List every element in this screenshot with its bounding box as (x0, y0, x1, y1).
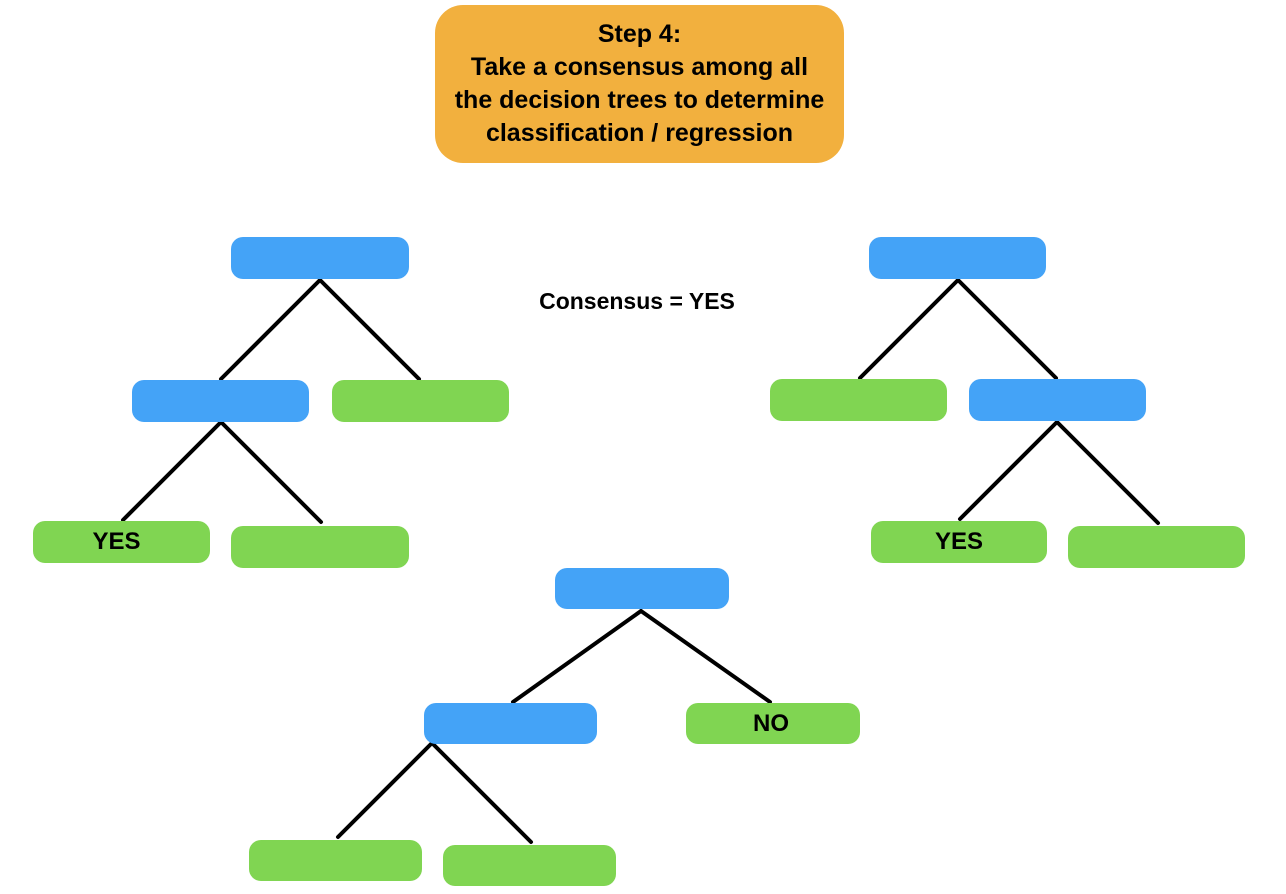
step-4-header: Step 4: Take a consensus among all the d… (435, 5, 844, 163)
header-line-2: the decision trees to determine (454, 86, 825, 114)
bottom-tree-no-label: NO (753, 709, 789, 737)
bottom-tree-root-node (555, 568, 729, 609)
right-tree-root-node (869, 237, 1046, 279)
left-tree-root-node (231, 237, 409, 279)
bottom-tree-inner-node (424, 703, 597, 744)
edge-left-root-to-right (318, 278, 421, 381)
edge-left-root-to-left (219, 278, 322, 381)
edge-right-inner-to-right (1055, 420, 1160, 525)
edge-left-inner-to-right (219, 420, 323, 524)
left-tree-yes-label: YES (92, 528, 141, 555)
right-tree-inner-node (969, 379, 1146, 421)
bottom-tree-leaf-right (443, 845, 616, 886)
left-tree-leaf-right (332, 380, 509, 422)
right-tree-leaf-left (770, 379, 947, 421)
edge-bottom-root-to-left (511, 609, 643, 704)
header-line-3: classification / regression (485, 119, 794, 147)
edge-left-inner-to-yes (121, 420, 223, 522)
bottom-tree-leaf-no: NO (686, 703, 860, 744)
edge-right-root-to-right (956, 278, 1058, 380)
edge-bottom-inner-to-left (336, 741, 434, 839)
left-tree-inner-node (132, 380, 309, 422)
header-line-1: Take a consensus among all (470, 53, 809, 81)
edge-bottom-root-to-no (639, 609, 772, 704)
left-tree-leaf-bottom-right (231, 526, 409, 568)
right-tree-leaf-bottom-right (1068, 526, 1245, 568)
consensus-label: Consensus = YES (539, 288, 735, 314)
right-tree-leaf-yes: YES (871, 521, 1047, 563)
edge-right-root-to-left (858, 278, 960, 380)
edge-right-inner-to-yes (958, 420, 1059, 521)
edge-bottom-inner-to-right (430, 741, 533, 844)
right-tree-yes-label: YES (934, 528, 984, 555)
bottom-tree-leaf-left (249, 840, 422, 881)
header-step: Step 4: (597, 20, 682, 48)
left-tree-leaf-yes: YES (33, 521, 210, 563)
